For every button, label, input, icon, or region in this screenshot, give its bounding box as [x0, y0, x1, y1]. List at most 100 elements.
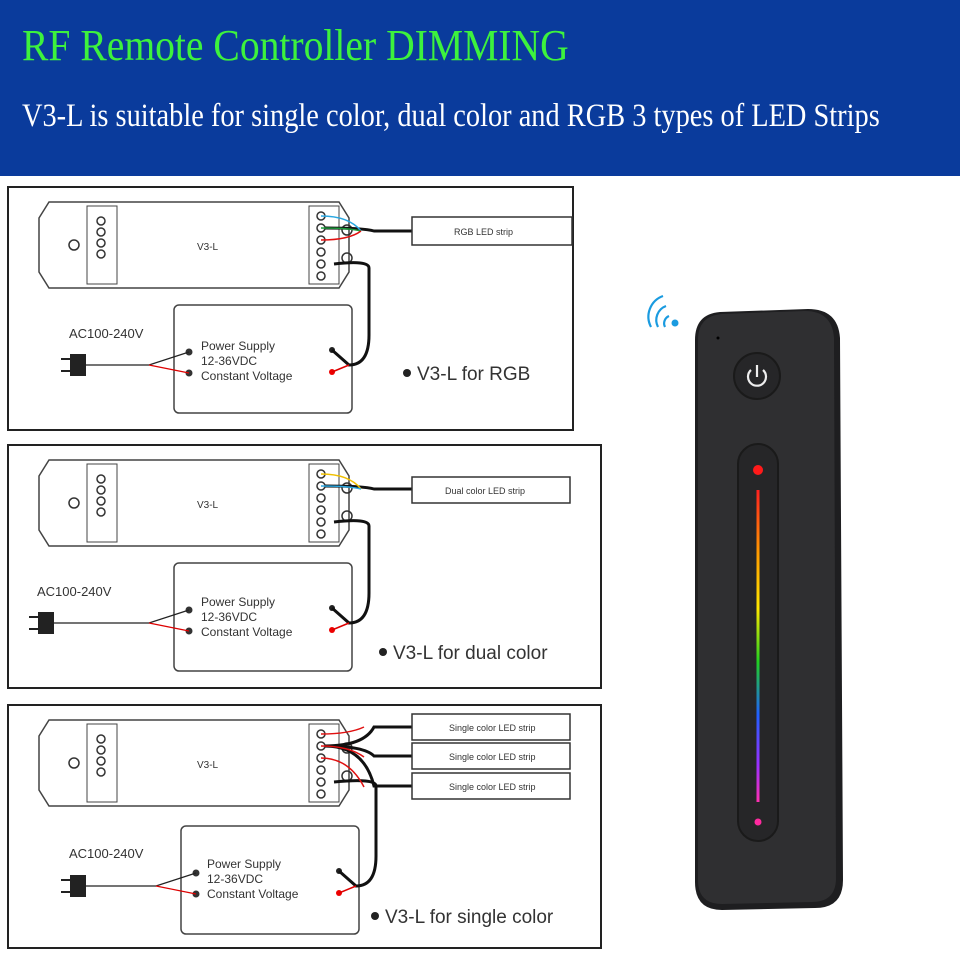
power-button[interactable]	[733, 352, 781, 400]
dual-color-wiring-diagram: V3-L AC100-240V Power Supply 12-36VDC Co…	[29, 459, 571, 672]
terminal-screw	[316, 517, 326, 527]
ac-input-label: AC100-240V	[69, 846, 144, 861]
ac-wire	[148, 364, 190, 374]
ac-wire	[148, 622, 190, 632]
ac-input-label: AC100-240V	[37, 584, 112, 599]
terminal-screw	[96, 745, 106, 755]
color-wire	[320, 745, 365, 758]
ac-wire	[53, 609, 190, 624]
psu-line-1: Power Supply	[201, 339, 275, 353]
terminal-screw	[316, 777, 326, 787]
ac-wire	[85, 872, 197, 887]
ac-input-label: AC100-240V	[69, 326, 144, 341]
led-strip-label: Single color LED strip	[449, 723, 536, 733]
dc-power-cable	[331, 261, 371, 367]
mount-hole	[68, 757, 80, 769]
led-strip-label: RGB LED strip	[454, 227, 513, 237]
wireless-signal-icon	[647, 294, 679, 328]
rgb-wiring-panel: V3-L AC100-240V Power Supply 12-36VDC Co…	[7, 186, 574, 431]
power-supply-box	[173, 304, 353, 414]
controller-housing	[38, 459, 350, 547]
input-terminal-block	[86, 205, 118, 285]
touch-slider[interactable]	[737, 443, 779, 842]
dc-power-wire	[331, 364, 350, 373]
dc-power-wire	[338, 885, 357, 894]
psu-line-3: Constant Voltage	[207, 887, 299, 901]
terminal-screw	[96, 474, 106, 484]
dual-color-wiring-panel: V3-L AC100-240V Power Supply 12-36VDC Co…	[7, 444, 602, 689]
ac-wire	[155, 885, 197, 895]
terminal-screw	[96, 249, 106, 259]
terminal-screw	[96, 227, 106, 237]
ac-plug-icon	[61, 354, 86, 376]
color-wire	[320, 473, 362, 490]
led-strip	[411, 742, 571, 770]
led-strip	[411, 772, 571, 800]
bullet	[379, 648, 387, 656]
led-strip-label: Dual color LED strip	[445, 486, 525, 496]
panel-caption: V3-L for RGB	[417, 364, 530, 385]
led-strip-label: Single color LED strip	[449, 752, 536, 762]
bullet	[371, 912, 379, 920]
psu-line-2: 12-36VDC	[207, 872, 263, 886]
terminal-screw	[96, 216, 106, 226]
dc-power-cable	[333, 779, 378, 888]
terminal-screw	[96, 485, 106, 495]
controller-label: V3-L	[197, 760, 219, 771]
panel-caption: V3-L for single color	[385, 907, 554, 928]
page-title: RF Remote Controller DIMMING	[22, 21, 569, 70]
color-wire	[320, 227, 362, 232]
indicator-led	[716, 336, 720, 340]
psu-line-3: Constant Voltage	[201, 625, 293, 639]
terminal-screw	[316, 247, 326, 257]
color-wire	[320, 230, 362, 241]
terminal-screw	[316, 259, 326, 269]
ac-plug-icon	[61, 875, 86, 897]
led-strip	[411, 713, 571, 741]
power-supply-box	[173, 562, 353, 672]
page-subtitle: V3-L is suitable for single color, dual …	[22, 98, 880, 134]
terminal-screw	[96, 238, 106, 248]
terminal-screw	[316, 765, 326, 775]
dc-power-wire	[331, 622, 350, 631]
terminal-screw	[316, 271, 326, 281]
single-color-wiring-panel: V3-L AC100-240V Power Supply 12-36VDC Co…	[7, 704, 602, 949]
terminal-screw	[96, 496, 106, 506]
terminal-screw	[316, 789, 326, 799]
dc-power-cable	[331, 519, 371, 625]
header-banner: RF Remote Controller DIMMING V3-L is sui…	[0, 0, 960, 176]
psu-line-3: Constant Voltage	[201, 369, 293, 383]
controller-housing	[38, 719, 350, 807]
psu-line-1: Power Supply	[207, 857, 281, 871]
controller-label: V3-L	[197, 500, 219, 511]
single-color-wiring-diagram: V3-L AC100-240V Power Supply 12-36VDC Co…	[38, 713, 571, 935]
input-terminal-block	[86, 463, 118, 543]
rgb-wiring-diagram: V3-L AC100-240V Power Supply 12-36VDC Co…	[38, 201, 573, 414]
psu-line-1: Power Supply	[201, 595, 275, 609]
terminal-screw	[96, 756, 106, 766]
power-supply-box	[180, 825, 360, 935]
psu-line-2: 12-36VDC	[201, 354, 257, 368]
color-wire	[320, 726, 365, 735]
color-wire	[320, 215, 362, 232]
led-strip-label: Single color LED strip	[449, 782, 536, 792]
led-strip	[411, 216, 573, 246]
mount-hole	[68, 497, 80, 509]
mount-hole	[68, 239, 80, 251]
controller-housing	[38, 201, 350, 289]
terminal-screw	[316, 493, 326, 503]
ac-plug-icon	[29, 612, 54, 634]
terminal-screw	[96, 507, 106, 517]
psu-line-2: 12-36VDC	[201, 610, 257, 624]
color-wire	[320, 757, 365, 788]
terminal-screw	[96, 767, 106, 777]
terminal-screw	[96, 734, 106, 744]
input-terminal-block	[86, 723, 118, 803]
controller-label: V3-L	[197, 242, 219, 253]
panel-caption: V3-L for dual color	[393, 643, 548, 664]
color-wire	[320, 485, 362, 490]
terminal-screw	[316, 529, 326, 539]
power-icon	[746, 365, 768, 387]
led-strip	[411, 476, 571, 504]
terminal-screw	[316, 505, 326, 515]
